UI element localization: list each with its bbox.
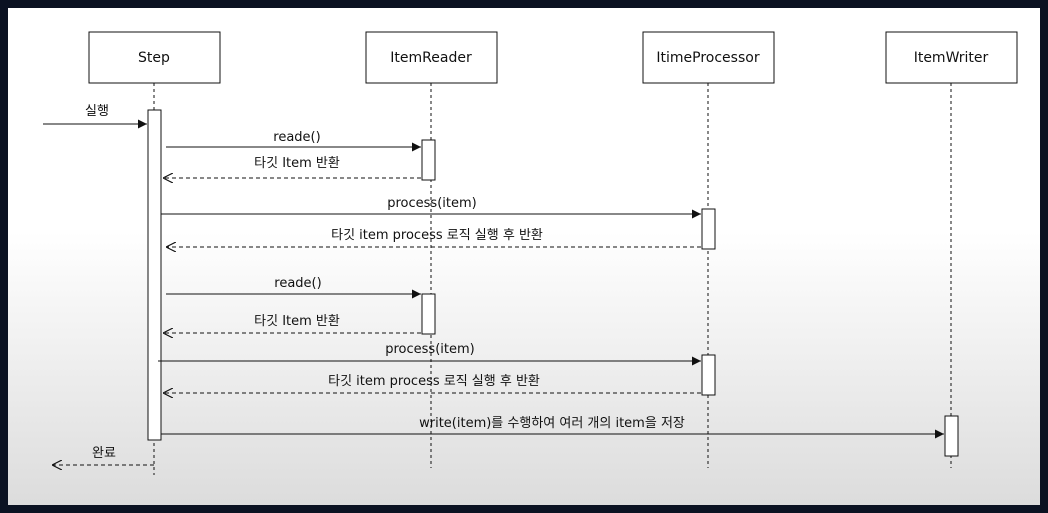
participant-label: Step <box>138 50 170 66</box>
message-execute: 실행 <box>43 103 147 129</box>
participant-label: ItimeProcessor <box>656 50 759 66</box>
message-complete: 완료 <box>52 446 154 465</box>
participant-item-processor: ItimeProcessor <box>642 31 775 84</box>
message-label: process(item) <box>387 196 476 211</box>
message-label: reade() <box>273 130 320 145</box>
sequence-diagram: Step ItemReader ItimeProcessor ItemWrite… <box>8 8 1040 505</box>
message-label: write(item)를 수행하여 여러 개의 item을 저장 <box>419 415 685 431</box>
message-label: 타깃 Item 반환 <box>254 156 340 171</box>
activation-writer <box>944 415 959 457</box>
activation-processor-1 <box>701 208 716 250</box>
participant-label: ItemReader <box>390 50 472 66</box>
message-process-1: process(item) <box>161 196 701 219</box>
message-label: 타깃 item process 로직 실행 후 반환 <box>331 227 543 243</box>
activation-reader-2 <box>421 293 436 335</box>
message-label: reade() <box>274 276 321 291</box>
message-return-process-2: 타깃 item process 로직 실행 후 반환 <box>163 373 701 393</box>
message-return-item-2: 타깃 Item 반환 <box>163 314 421 333</box>
participant-label: ItemWriter <box>914 50 989 66</box>
message-read-1: reade() <box>166 130 421 152</box>
message-label: 타깃 item process 로직 실행 후 반환 <box>328 373 540 389</box>
message-write: write(item)를 수행하여 여러 개의 item을 저장 <box>161 415 944 439</box>
message-label: process(item) <box>385 342 474 357</box>
participant-item-writer: ItemWriter <box>885 31 1018 84</box>
message-return-item-1: 타깃 Item 반환 <box>163 156 421 178</box>
participant-step: Step <box>88 31 221 84</box>
message-label: 타깃 Item 반환 <box>254 314 340 329</box>
message-return-process-1: 타깃 item process 로직 실행 후 반환 <box>166 227 701 247</box>
activation-processor-2 <box>701 354 716 396</box>
message-label: 실행 <box>85 103 109 119</box>
message-label: 완료 <box>92 446 116 461</box>
participant-item-reader: ItemReader <box>365 31 498 84</box>
activation-step <box>147 109 162 441</box>
activation-reader-1 <box>421 139 436 181</box>
message-read-2: reade() <box>166 276 421 299</box>
message-process-2: process(item) <box>158 342 701 366</box>
